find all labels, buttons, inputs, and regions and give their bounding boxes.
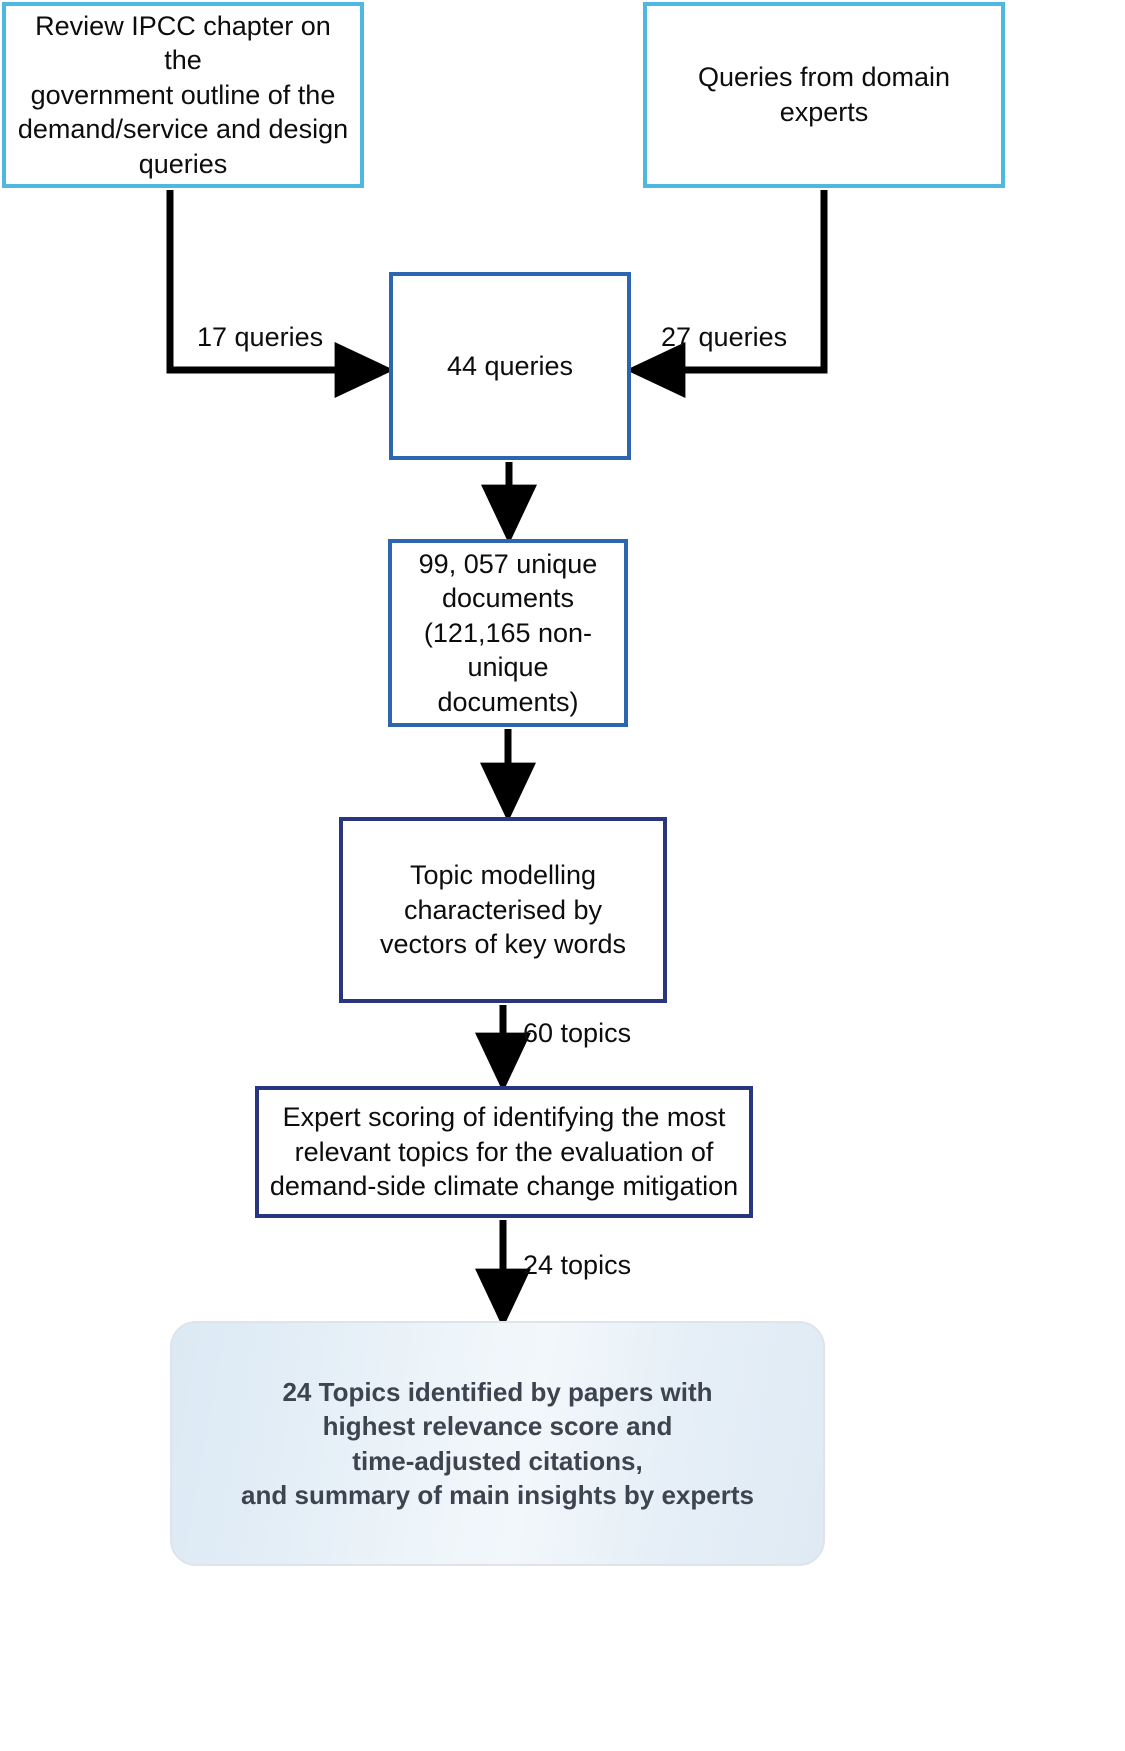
node-review-ipcc-chapter-label: Review IPCC chapter on the government ou… (17, 10, 349, 179)
node-44-queries: 44 queries (389, 272, 631, 460)
node-review-ipcc-chapter: Review IPCC chapter on the government ou… (2, 2, 364, 188)
edge-label-27-queries: 27 queries (661, 322, 788, 352)
node-topic-modelling-label: Topic modelling characterised by vectors… (379, 860, 627, 960)
node-final-topics-result-label: 24 Topics identified by papers with high… (241, 1376, 754, 1510)
node-expert-scoring: Expert scoring of identifying the most r… (255, 1086, 753, 1218)
node-topic-modelling: Topic modelling characterised by vectors… (339, 817, 667, 1003)
node-final-topics-result: 24 Topics identified by papers with high… (170, 1321, 825, 1566)
node-unique-documents: 99, 057 unique documents (121,165 non-un… (388, 539, 628, 727)
edge-label-60-topics: 60 topics (523, 1018, 632, 1048)
node-expert-scoring-label: Expert scoring of identifying the most r… (269, 1102, 739, 1202)
edge-label-17-queries: 17 queries (197, 322, 324, 352)
node-44-queries-label: 44 queries (446, 350, 574, 381)
edge-label-24-topics: 24 topics (523, 1250, 632, 1280)
node-queries-from-domain-experts: Queries from domain experts (643, 2, 1005, 188)
node-unique-documents-label: 99, 057 unique documents (121,165 non-un… (418, 548, 598, 717)
node-queries-from-domain-experts-label: Queries from domain experts (697, 62, 951, 127)
